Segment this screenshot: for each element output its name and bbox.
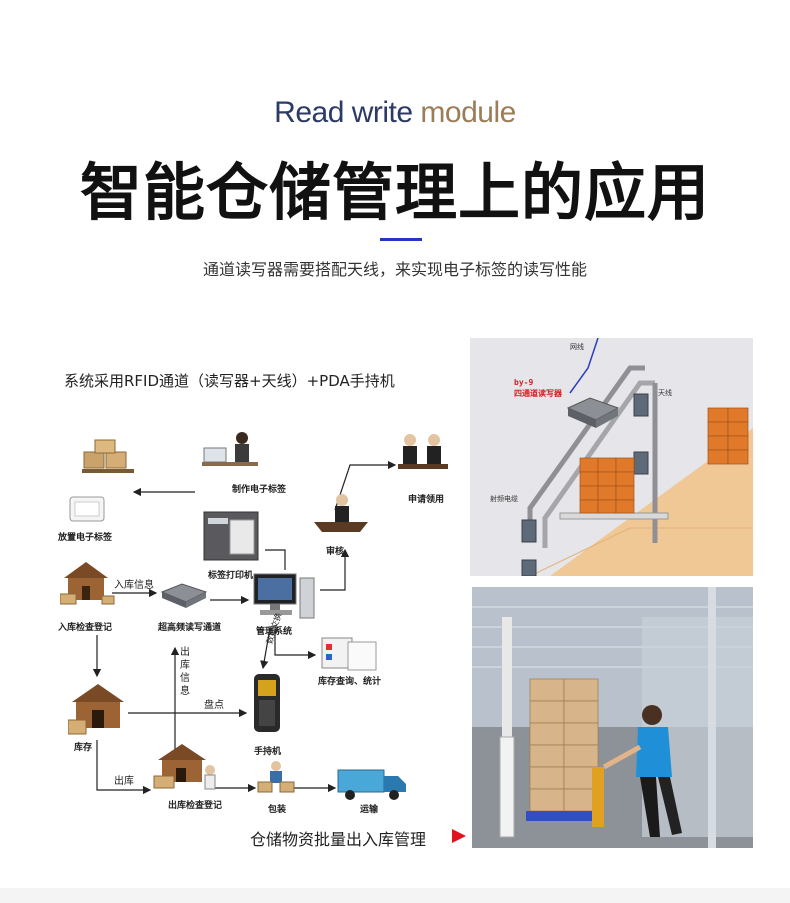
label-rf-cable: 射频电缆 [490,495,518,503]
rfid-reader-icon [160,583,208,608]
warehouse-photo [472,587,753,848]
node-mgmt-system: 管理系统 [256,627,293,637]
bottom-caption: 仓储物资批量出入库管理 [250,830,427,849]
node-handheld: 手持机 [254,747,282,757]
two-managers-icon [398,434,448,469]
node-warehouse: 库存 [74,743,93,753]
english-title-part2: module [420,96,516,129]
footer-strip [0,888,790,903]
warehouse-icon [68,684,124,735]
node-audit: 审核 [326,547,345,557]
office-worker-icon [202,432,258,466]
node-uhf-channel: 超高频读写通道 [158,623,222,633]
outbound-warehouse-icon [153,744,216,790]
node-packing: 包装 [268,805,287,815]
channel-reader-scene [470,338,753,576]
node-place-tag: 放置电子标签 [58,533,113,543]
node-outbound-check: 出库检查登记 [168,801,223,811]
warehouse-photo-scene [472,587,753,848]
english-title: Read write module [0,96,790,130]
node-inbound-check: 入库检查登记 [58,623,113,633]
subtitle: 通道读写器需要搭配天线，来实现电子标签的读写性能 [202,260,587,279]
computer-icon [253,573,315,619]
label-reader-model: by-9 [514,378,534,387]
packing-worker-icon [257,761,295,793]
label-reader-name: 四通道读写器 [514,389,562,398]
node-apply: 申请领用 [408,495,445,505]
diagram-caption: 系统采用RFID通道（读写器+天线）+PDA手持机 [64,372,395,390]
label-inventory: 盘点 [204,700,224,711]
accent-divider [380,238,422,241]
pallet-boxes-icon [82,439,134,473]
label-network-cable: 网线 [570,343,584,351]
chinese-title: 智能仓储管理上的应用 [79,156,710,229]
report-documents-icon [321,637,377,671]
auditor-icon [314,494,368,532]
inbound-warehouse-icon [60,562,115,605]
node-transport: 运输 [360,805,379,815]
label-antenna: 天线 [658,389,672,397]
node-stock-query: 库存查询、统计 [318,677,382,687]
node-make-tag: 制作电子标签 [232,485,287,495]
truck-icon [337,769,406,800]
tag-tablet-icon [69,496,105,522]
workflow-diagram: 放置电子标签 制作电子标签 申请领用 标签打印机 审核 入库检查登记 [50,410,450,820]
label-inbound-info: 入库信息 [114,580,154,591]
node-printer: 标签打印机 [208,571,254,581]
red-arrow-icon [452,829,466,843]
handheld-pda-icon [254,674,280,732]
english-title-part1: Read write [274,96,413,129]
label-outbound: 出库 [114,776,134,787]
label-printer-icon [203,511,259,561]
label-outbound-info: 出库信息 [180,647,190,697]
channel-reader-illustration: 网线 by-9 四通道读写器 天线 射频电缆 [470,338,753,576]
